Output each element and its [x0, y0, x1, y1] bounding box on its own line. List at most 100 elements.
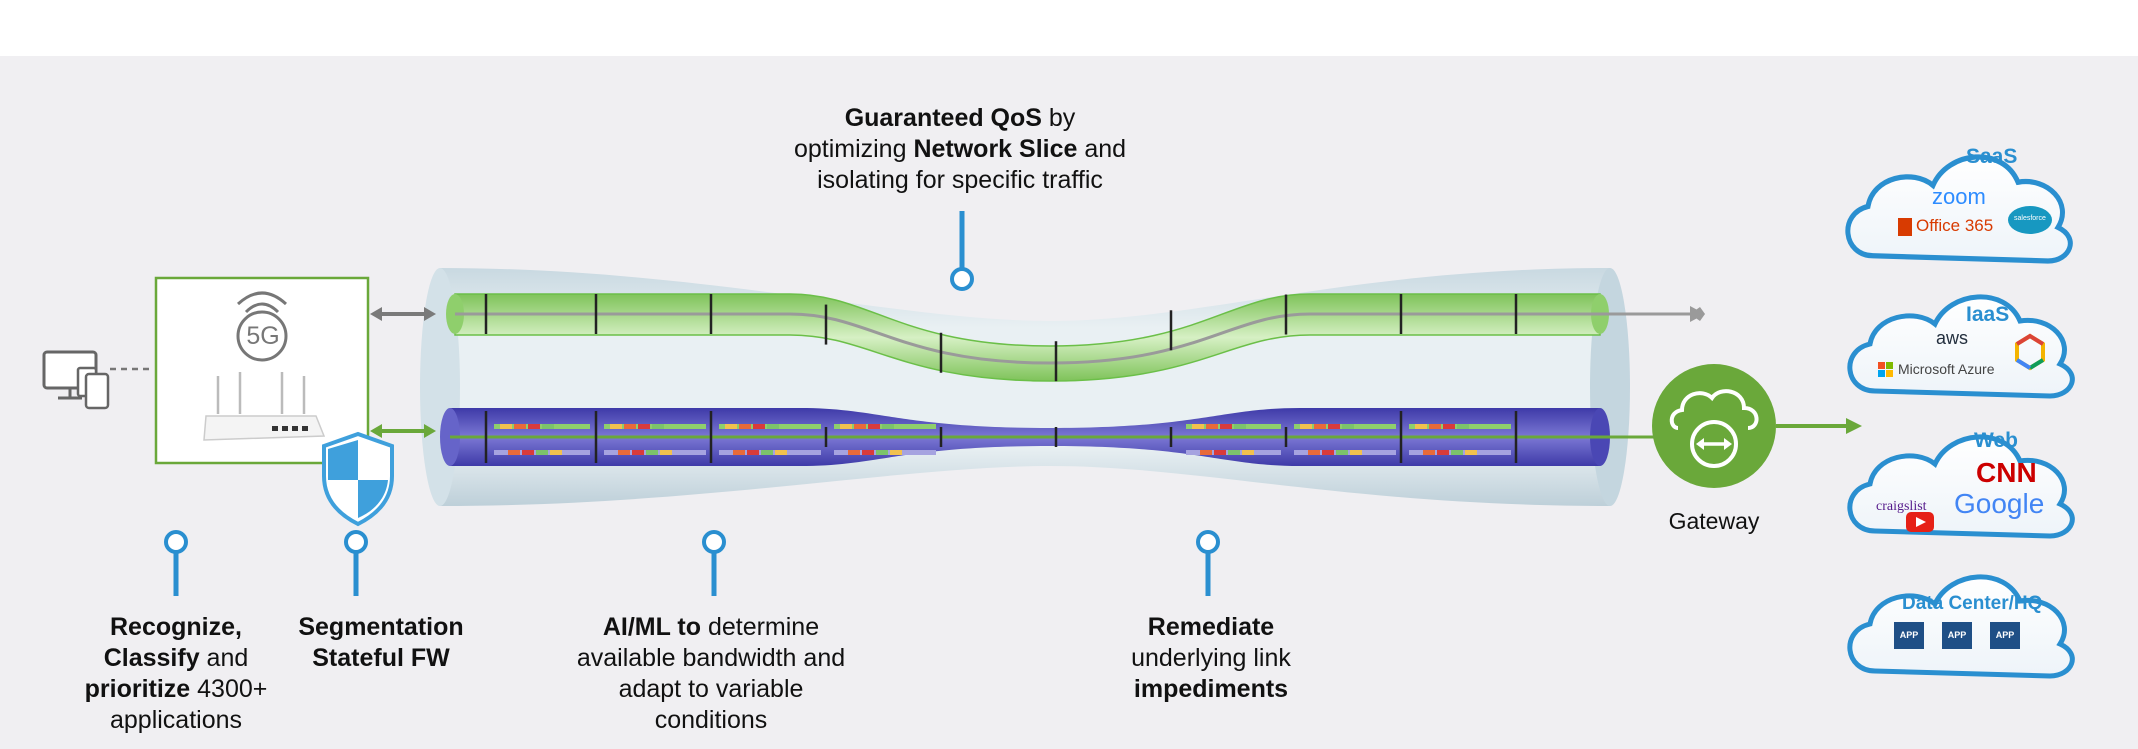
packet	[632, 450, 644, 455]
packet	[1234, 424, 1246, 429]
segmentation-callout: Segmentation Stateful FW	[298, 613, 464, 672]
packet	[1415, 424, 1427, 429]
cloud-title-iaas: IaaS	[1966, 303, 2010, 326]
packet	[522, 450, 534, 455]
packet	[646, 450, 658, 455]
packet	[1220, 424, 1232, 429]
packet	[890, 450, 902, 455]
aws-logo: aws	[1936, 328, 1969, 348]
packet	[862, 450, 874, 455]
packet	[868, 424, 880, 429]
zoom-logo: zoom	[1932, 184, 1986, 209]
packet	[1451, 450, 1463, 455]
packet	[1342, 424, 1354, 429]
traffic-packets	[494, 424, 1511, 455]
5g-badge: 5G	[246, 322, 280, 350]
packet	[739, 424, 751, 429]
craigslist-logo: craigslist	[1876, 499, 1927, 514]
gateway-icon	[1652, 364, 1862, 488]
packet	[1328, 424, 1340, 429]
packet	[1206, 424, 1218, 429]
google-logo: Google	[1954, 488, 2045, 519]
packet	[1322, 450, 1334, 455]
packet	[542, 424, 554, 429]
packet	[854, 424, 866, 429]
packet	[500, 424, 512, 429]
packet	[1465, 450, 1477, 455]
cloud-iaas	[1847, 294, 2075, 399]
packet	[1457, 424, 1469, 429]
green-network-slice	[446, 293, 1705, 382]
packet	[725, 424, 737, 429]
firewall-shield-icon	[322, 431, 394, 527]
packet	[775, 450, 787, 455]
app-box: APP	[1990, 622, 2020, 649]
recognize-callout: Recognize, Classify and prioritize 4300+…	[84, 613, 268, 734]
packet	[652, 424, 664, 429]
network-diagram	[42, 154, 2075, 679]
packet	[1192, 424, 1204, 429]
packet	[1423, 450, 1435, 455]
cloud-title-web: Web	[1974, 429, 2018, 452]
packet	[1314, 424, 1326, 429]
packet	[1228, 450, 1240, 455]
router-arrows	[370, 307, 436, 438]
packet	[848, 450, 860, 455]
packet	[1200, 450, 1212, 455]
app-box: APP	[1942, 622, 1972, 649]
packet	[1443, 424, 1455, 429]
packet	[761, 450, 773, 455]
packet	[1300, 424, 1312, 429]
packet	[876, 450, 888, 455]
salesforce-logo: salesforce	[2014, 215, 2046, 222]
packet	[536, 450, 548, 455]
packet	[1429, 424, 1441, 429]
office365-logo: Office 365	[1916, 216, 1994, 235]
app-box: APP	[1894, 622, 1924, 649]
packet	[747, 450, 759, 455]
packet	[1437, 450, 1449, 455]
azure-logo: Microsoft Azure	[1898, 361, 1995, 377]
packet	[508, 450, 520, 455]
packet	[767, 424, 779, 429]
cnn-logo: CNN	[1976, 457, 2037, 488]
bottom-callout-pins	[164, 530, 1220, 596]
diagram-canvas: Guaranteed QoS by optimizing Network Sli…	[0, 56, 2138, 749]
packet	[1214, 450, 1226, 455]
user-devices-icon	[42, 350, 152, 410]
router-device-icon	[203, 372, 326, 441]
packet	[1242, 450, 1254, 455]
packet	[1336, 450, 1348, 455]
qos-callout: Guaranteed QoS by optimizing Network Sli…	[793, 104, 1127, 194]
office365-icon	[1898, 218, 1912, 236]
purple-traffic-lane	[440, 408, 1655, 466]
cloud-title-saas: SaaS	[1966, 145, 2018, 168]
packet	[660, 450, 672, 455]
segment-markers	[484, 294, 1518, 463]
gateway-label: Gateway	[1668, 508, 1760, 534]
packet	[1350, 450, 1362, 455]
packet	[618, 450, 630, 455]
youtube-icon	[1906, 512, 1934, 532]
aiml-callout: AI/ML to determine available bandwidth a…	[576, 613, 846, 734]
packet	[528, 424, 540, 429]
cloud-web	[1847, 434, 2075, 539]
packet	[1308, 450, 1320, 455]
packet	[624, 424, 636, 429]
packet	[882, 424, 894, 429]
gcp-icon	[2015, 333, 2045, 371]
packet	[733, 450, 745, 455]
packet	[840, 424, 852, 429]
salesforce-icon	[2008, 206, 2052, 234]
packet-bar	[1186, 424, 1281, 429]
packet	[753, 424, 765, 429]
top-callout-pin	[950, 211, 974, 291]
5g-router-box	[154, 276, 370, 465]
remediate-callout: Remediate underlying link impediments	[1131, 613, 1291, 703]
azure-icon	[1878, 362, 1893, 377]
packet	[638, 424, 650, 429]
packet	[514, 424, 526, 429]
packet	[550, 450, 562, 455]
packet	[610, 424, 622, 429]
cloud-title-datacenter: Data Center/HQ	[1902, 593, 2043, 614]
